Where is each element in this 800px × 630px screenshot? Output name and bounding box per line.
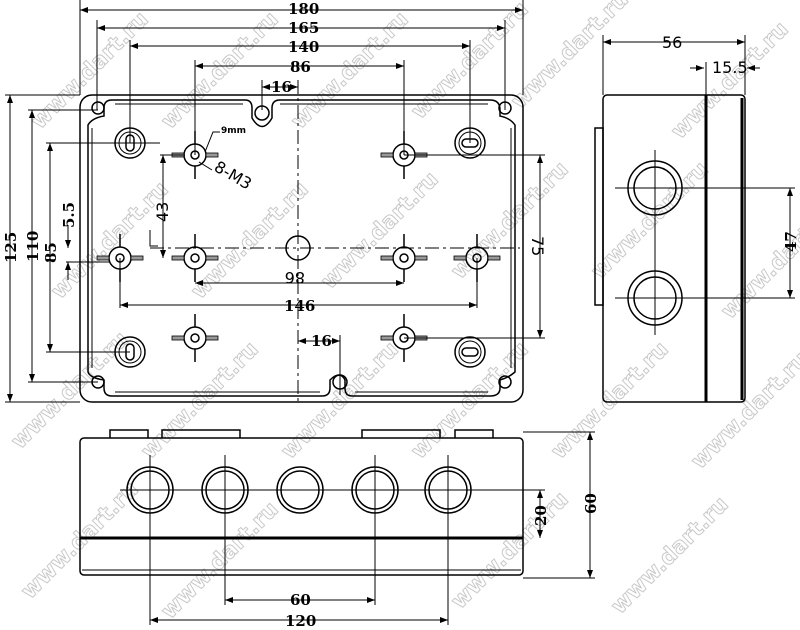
watermark: www.dart.ru www.dart.ru www.dart.ru www.… xyxy=(6,0,800,625)
svg-text:120: 120 xyxy=(285,612,316,630)
svg-text:www.dart.ru: www.dart.ru xyxy=(587,157,714,284)
svg-text:165: 165 xyxy=(288,19,319,37)
svg-text:146: 146 xyxy=(284,297,315,315)
svg-text:60: 60 xyxy=(290,591,311,609)
side-cable-holes xyxy=(615,150,795,335)
enclosure-outline xyxy=(79,94,524,403)
svg-text:www.dart.ru: www.dart.ru xyxy=(717,197,800,324)
svg-text:www.dart.ru: www.dart.ru xyxy=(547,337,674,464)
svg-text:www.dart.ru: www.dart.ru xyxy=(157,497,284,624)
m3-boss xyxy=(171,314,219,362)
svg-text:180: 180 xyxy=(288,0,319,18)
svg-text:www.dart.ru: www.dart.ru xyxy=(27,7,154,134)
top-view: 180 165 140 86 16 9mm 8-M3 43 86 146 75 xyxy=(2,0,547,405)
svg-text:75: 75 xyxy=(528,236,547,256)
svg-text:www.dart.ru: www.dart.ru xyxy=(317,167,444,294)
svg-text:140: 140 xyxy=(288,38,319,56)
svg-text:9mm: 9mm xyxy=(221,126,246,136)
svg-text:www.dart.ru: www.dart.ru xyxy=(7,327,134,454)
gasket-outline xyxy=(87,99,516,397)
side-flange xyxy=(594,127,604,306)
m3-boss xyxy=(171,234,219,282)
svg-text:110: 110 xyxy=(24,231,42,262)
svg-text:www.dart.ru: www.dart.ru xyxy=(447,487,574,614)
svg-text:www.dart.ru: www.dart.ru xyxy=(667,17,794,144)
svg-text:8-M3: 8-M3 xyxy=(211,157,255,193)
svg-text:60: 60 xyxy=(582,493,600,514)
svg-text:www.dart.ru: www.dart.ru xyxy=(47,177,174,304)
svg-text:86: 86 xyxy=(290,58,311,76)
svg-text:15.5: 15.5 xyxy=(712,58,748,77)
svg-text:43: 43 xyxy=(153,202,172,222)
front-outline xyxy=(79,437,524,576)
svg-text:56: 56 xyxy=(662,33,682,52)
svg-text:86: 86 xyxy=(285,268,305,287)
svg-text:www.dart.ru: www.dart.ru xyxy=(137,337,264,464)
svg-text:125: 125 xyxy=(2,232,20,263)
svg-text:20: 20 xyxy=(532,505,550,526)
svg-text:www.dart.ru: www.dart.ru xyxy=(157,7,284,134)
side-view: 56 15.5 47 xyxy=(594,33,800,403)
m3-boss xyxy=(380,234,428,282)
svg-text:16: 16 xyxy=(311,332,332,350)
svg-text:85: 85 xyxy=(42,242,60,263)
svg-text:www.dart.ru: www.dart.ru xyxy=(607,492,734,619)
svg-text:16: 16 xyxy=(271,78,292,96)
svg-text:47: 47 xyxy=(782,231,800,252)
bottom-view: 20 60 60 120 xyxy=(79,429,600,630)
svg-text:www.dart.ru: www.dart.ru xyxy=(447,157,574,284)
svg-text:5.5: 5.5 xyxy=(60,202,78,228)
